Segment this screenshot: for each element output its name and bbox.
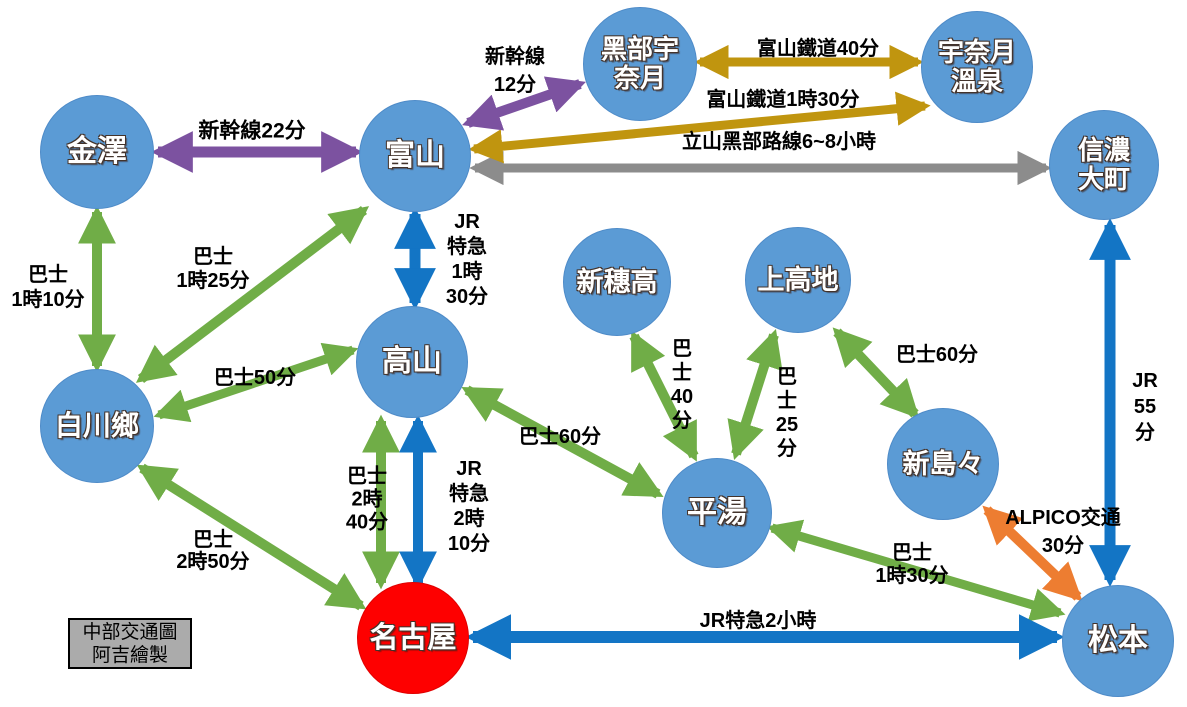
label-toyama-kurobe-shinkansen: 新幹線 12分: [485, 46, 545, 96]
node-nagoya: 名古屋: [357, 582, 469, 694]
node-unazuki-onsen: 宇奈月 溫泉: [921, 11, 1033, 123]
label-toyama-takayama-jr: JR 特急 1時 30分: [445, 211, 489, 308]
node-kanazawa: 金澤: [40, 95, 154, 209]
node-takayama: 高山: [356, 306, 468, 418]
label-shinshima-matsumoto-alpico: ALPICO交通 30分: [1005, 507, 1121, 557]
label-shinhotaka-hirayu-bus: 巴 士 40 分: [670, 338, 694, 432]
legend-box: 中部交通圖 阿吉繪製: [68, 618, 192, 669]
label-kamikochi-hirayu-bus: 巴 士 25 分: [775, 366, 799, 460]
label-kanazawa-toyama-shinkansen: 新幹線22分: [198, 119, 306, 143]
edge-shirakawa-takayama-bus: [153, 342, 359, 423]
label-kamikochi-shinshima-bus: 巴士60分: [895, 344, 979, 366]
edge-takayama-hirayu-bus: [461, 385, 664, 499]
node-hirayu: 平湯: [662, 458, 772, 568]
node-kamikochi: 上高地: [745, 227, 851, 333]
label-shirakawa-takayama-bus: 巴士50分: [213, 367, 297, 389]
label-shirakawa-toyama-bus: 巴士 1時25分: [176, 246, 250, 292]
label-takayama-nagoya-bus: 巴士 2時 40分: [345, 465, 389, 534]
label-toyama-unazuki-railway: 富山鐵道1時30分: [706, 89, 860, 111]
label-toyama-shinano-tateyama: 立山黑部路線6~8小時: [682, 131, 876, 153]
edge-shirakawa-nagoya-bus: [136, 463, 367, 611]
label-takayama-nagoya-jr: JR 特急 2時 10分: [447, 458, 491, 555]
edge-toyama-unazuki-railway: [468, 91, 931, 164]
label-nagoya-matsumoto-jr: JR特急2小時: [699, 610, 817, 632]
label-shirakawa-nagoya-bus: 巴士 2時50分: [176, 529, 250, 573]
label-shinano-matsumoto-jr: JR 55 分: [1132, 370, 1158, 444]
edge-kamikochi-shinshima-bus: [832, 327, 920, 419]
node-shinshimashima: 新島々: [887, 408, 999, 520]
legend-title: 中部交通圖: [82, 621, 178, 643]
node-shirakawago: 白川鄉: [40, 369, 154, 483]
edge-toyama-kurobe-shinkansen: [462, 76, 586, 131]
legend-author: 阿吉繪製: [91, 644, 168, 666]
node-matsumoto: 松本: [1062, 585, 1174, 697]
edge-shinhotaka-hirayu-bus: [629, 330, 699, 462]
label-takayama-hirayu-bus: 巴士60分: [518, 426, 602, 448]
node-kurobe-unazuki: 黑部宇 奈月: [583, 7, 697, 121]
node-toyama: 富山: [359, 100, 471, 212]
label-kanazawa-shirakawa-bus: 巴士 1時10分: [11, 264, 85, 311]
label-kurobe-unazuki-railway: 富山鐵道40分: [756, 38, 880, 60]
edge-kamikochi-hirayu-bus: [727, 328, 783, 461]
label-hirayu-matsumoto-bus: 巴士 1時30分: [875, 542, 949, 587]
node-shinhotaka: 新穗高: [563, 228, 671, 336]
node-shinano-omachi: 信濃 大町: [1049, 110, 1159, 220]
edge-shinshima-matsumoto-alpico: [982, 505, 1083, 602]
